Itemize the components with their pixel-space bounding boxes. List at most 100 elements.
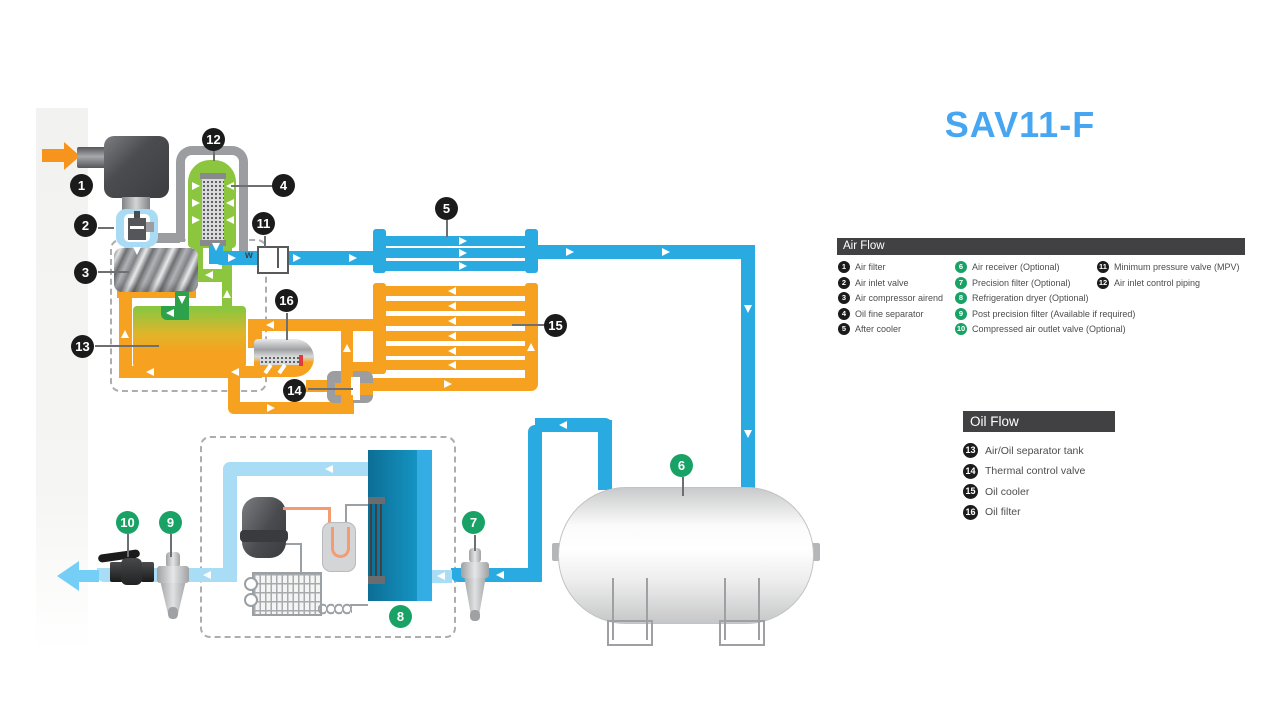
flow-arrow — [527, 343, 535, 351]
flow-arrow — [459, 262, 467, 270]
legend-item-label: Oil fine separator — [855, 308, 924, 319]
mpv-divider — [277, 248, 279, 268]
badge-pointer-line — [264, 236, 266, 247]
receiver-leg-foot — [719, 620, 765, 646]
badge-pointer-line — [98, 271, 129, 273]
diagram-badge-2: 2 — [74, 214, 97, 237]
precision-filter-flange — [461, 562, 489, 578]
flow-arrow — [448, 287, 456, 295]
inlet-valve-side-tab — [146, 222, 154, 232]
badge-pointer-line — [512, 324, 546, 326]
dryer-outlet-pipe-left — [223, 462, 237, 576]
diagram-badge-6: 6 — [670, 454, 693, 477]
flow-arrow — [146, 368, 154, 376]
separator-mesh-cap-top — [200, 173, 226, 179]
legend-badge: 13 — [963, 443, 978, 458]
badge-pointer-line — [98, 227, 114, 229]
dryer-pipe-comp-vertical — [300, 543, 302, 573]
inlet-valve-glyph-slat — [130, 226, 144, 229]
thermal-valve-piston — [351, 377, 360, 400]
flow-arrow — [448, 332, 456, 340]
legend-badge: 10 — [955, 323, 967, 335]
flow-arrow — [266, 321, 274, 329]
aftercooler-outlet-pipe — [538, 245, 755, 259]
flow-arrow — [448, 317, 456, 325]
legend-item: 6 Air receiver (Optional) — [955, 261, 1135, 273]
flow-arrow — [166, 309, 174, 317]
legend-item-label: Air/Oil separator tank — [985, 444, 1084, 457]
inlet-valve-glyph — [128, 218, 146, 240]
precision-filter-bowl — [464, 578, 486, 614]
badge-pointer-line — [95, 345, 159, 347]
flow-arrow — [448, 302, 456, 310]
air-filter-body — [104, 136, 169, 198]
post-filter-flange — [157, 566, 189, 583]
flow-arrow — [226, 199, 234, 207]
legend-item-label: Refrigeration dryer (Optional) — [972, 293, 1089, 303]
legend-item-label: After cooler — [855, 324, 902, 334]
airend-screw — [114, 248, 198, 292]
legend-badge: 6 — [955, 261, 967, 273]
aftercooler-tube — [383, 248, 528, 258]
legend-item-label: Oil filter — [985, 506, 1021, 518]
receiver-outlet-pipe-down — [528, 425, 542, 575]
thermal-control-valve — [327, 371, 373, 403]
outlet-valve-cap-right — [141, 562, 154, 582]
oil-pipe-valve-to-cooler — [366, 378, 538, 391]
badge-pointer-line — [682, 477, 684, 496]
legend-item-label: Minimum pressure valve (MPV) — [1114, 262, 1240, 272]
flow-arrow — [496, 571, 504, 579]
legend-badge: 1 — [838, 261, 850, 273]
dryer-tube-manifold-bottom — [368, 576, 385, 584]
dryer-outlet-pipe-top — [230, 462, 368, 476]
dryer-pipe-comp-horizontal — [284, 543, 302, 545]
diagram-badge-4: 4 — [272, 174, 295, 197]
receiver-leg — [724, 578, 760, 640]
badge-pointer-line — [474, 535, 476, 551]
flow-arrow — [205, 271, 213, 279]
legend-item-label: Air receiver (Optional) — [972, 262, 1060, 272]
refrigerant-capillary-vertical — [328, 507, 331, 529]
aftercooler-tube — [383, 236, 528, 246]
diagram-badge-13: 13 — [71, 335, 94, 358]
air-outlet-arrow-shaft — [79, 570, 99, 582]
condenser-bend — [244, 593, 258, 607]
receiver-outlet-pipe-up — [598, 420, 612, 490]
mpv-spring-symbol: w — [245, 250, 253, 261]
oil-flow-legend-title: Oil Flow — [970, 414, 1019, 429]
air-flow-legend-header: Air Flow — [837, 238, 1245, 255]
flow-arrow — [662, 248, 670, 256]
flow-arrow — [744, 430, 752, 438]
legend-badge: 15 — [963, 484, 978, 499]
legend-item-label: Air inlet control piping — [1114, 277, 1201, 288]
diagram-badge-15: 15 — [544, 314, 567, 337]
badge-pointer-line — [170, 534, 172, 557]
legend-badge: 14 — [963, 463, 978, 479]
diagram-badge-16: 16 — [275, 289, 298, 312]
diagram-badge-8: 8 — [389, 605, 412, 628]
air-filter-neck — [122, 197, 150, 212]
mpv-valve-body — [257, 246, 289, 274]
badge-pointer-line — [446, 220, 448, 237]
flow-arrow — [349, 254, 357, 262]
dryer-exchanger-tubes — [370, 500, 384, 584]
accumulator-u-tube — [331, 527, 350, 558]
refrigerant-compressor-band — [240, 530, 288, 542]
aftercooler-tube — [383, 261, 528, 271]
legend-item-label: Compressed air outlet valve (Optional) — [972, 324, 1126, 334]
badge-pointer-line — [127, 534, 129, 557]
badge-pointer-line — [286, 313, 288, 340]
precision-filter-tip — [470, 610, 480, 621]
oil-pipe-tank-feed-vertical — [228, 372, 240, 404]
dryer-pipe-acc-vertical — [345, 505, 347, 524]
oil-filter-red-mark — [299, 355, 303, 366]
flow-arrow — [192, 216, 200, 224]
receiver-side-nub — [552, 543, 561, 561]
badge-pointer-line — [308, 388, 353, 390]
flow-arrow — [293, 254, 301, 262]
